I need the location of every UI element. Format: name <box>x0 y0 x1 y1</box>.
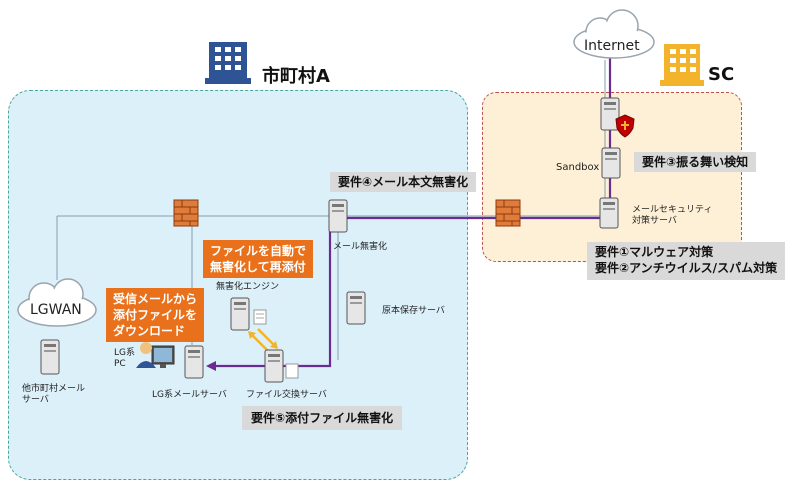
server-icon <box>230 297 267 331</box>
lg-pc-label: LG系 PC <box>114 348 135 369</box>
requirement-1-2: 要件①マルウェア対策 要件②アンチウイルス/スパム対策 <box>587 242 786 280</box>
server-icon <box>600 97 620 131</box>
city-zone-title: 市町村A <box>262 66 330 87</box>
original-storage-label: 原本保存サーバ <box>382 306 445 316</box>
server-icon <box>184 345 204 379</box>
server-icon <box>346 291 366 325</box>
user-pc-icon <box>136 342 175 368</box>
requirement-1: 要件①マルウェア対策 <box>595 245 714 259</box>
requirement-2: 要件②アンチウイルス/スパム対策 <box>595 261 778 275</box>
building-icon <box>660 44 704 86</box>
server-icon <box>328 199 348 233</box>
lg-mail-server-label: LG系メールサーバ <box>152 390 227 400</box>
file-exchange-label: ファイル交換サーバ <box>246 390 327 400</box>
requirement-3: 要件③振る舞い検知 <box>634 152 757 172</box>
callout-auto-sanitize: ファイルを自動で 無害化して再添付 <box>203 240 314 278</box>
requirement-5: 要件⑤添付ファイル無害化 <box>242 406 403 430</box>
flow-arrowhead <box>206 361 216 371</box>
internet-label: Internet <box>584 38 640 54</box>
firewall-icon <box>173 199 199 227</box>
callout-download: 受信メールから 添付ファイルを ダウンロード <box>106 288 205 342</box>
mail-security-label: メールセキュリティ 対策サーバ <box>632 205 713 226</box>
shield-icon <box>615 114 635 138</box>
sanitize-engine-label: 無害化エンジン <box>216 282 280 292</box>
building-icon <box>205 42 251 84</box>
server-icon <box>264 349 299 383</box>
sandbox-label: Sandbox <box>556 162 600 173</box>
lgwan-label: LGWAN <box>30 302 82 318</box>
mail-sanitize-label: メール無害化 <box>333 242 388 252</box>
firewall-icon <box>495 199 521 227</box>
exchange-arrows <box>248 328 278 352</box>
server-icon <box>601 147 621 179</box>
requirement-4: 要件④メール本文無害化 <box>330 172 477 192</box>
sc-zone-title: SC <box>708 64 735 85</box>
cloud-icon <box>573 9 655 59</box>
cloud-icon <box>17 278 97 327</box>
server-icon <box>40 339 60 375</box>
other-city-mail-label: 他市町村メール サーバ <box>22 384 86 405</box>
server-icon <box>599 197 619 229</box>
